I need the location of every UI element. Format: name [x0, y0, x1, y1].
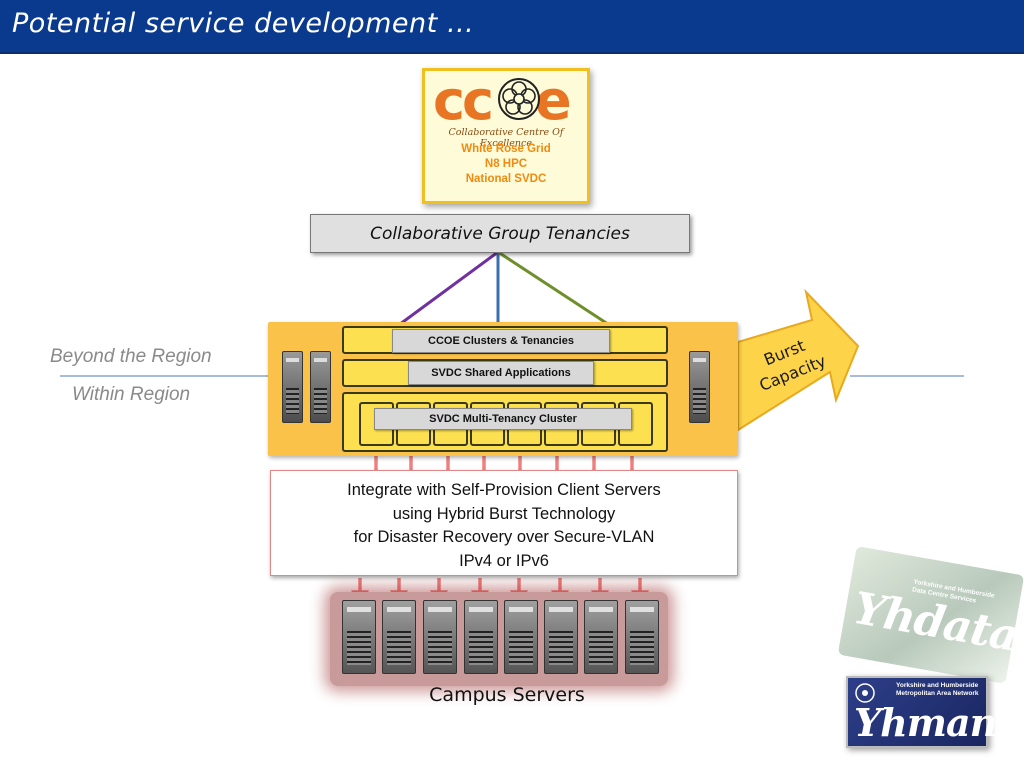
page-title: Potential service development … — [12, 8, 475, 39]
yhman-logo: Yorkshire and Humberside Metropolitan Ar… — [846, 676, 997, 748]
ccoe-line-wrg: White Rose Grid — [461, 143, 551, 155]
tenancy-line-purple — [391, 250, 499, 332]
campus-server-icon — [584, 600, 618, 674]
campus-server-icon — [382, 600, 416, 674]
ccoe-line-svdc: National SVDC — [465, 173, 547, 185]
ccoe-logo-e: e — [535, 69, 572, 132]
campus-servers-panel — [330, 592, 668, 686]
integrate-box: Integrate with Self-Provision Client Ser… — [270, 470, 738, 576]
ccoe-line-n8: N8 HPC — [484, 158, 528, 170]
svdc-shared-apps-label: SVDC Shared Applications — [408, 361, 594, 385]
campus-server-icon — [423, 600, 457, 674]
integrate-line-2: using Hybrid Burst Technology — [392, 504, 616, 523]
campus-server-icon — [342, 600, 376, 674]
integrate-line-3: for Disaster Recovery over Secure-VLAN — [353, 528, 655, 546]
svdc-multi-tenancy-label: SVDC Multi-Tenancy Cluster — [374, 408, 632, 430]
title-bar: Potential service development … — [0, 0, 1024, 54]
campus-server-icon — [464, 600, 498, 674]
group-tenancies-box: Collaborative Group Tenancies — [310, 214, 690, 253]
tenancy-line-green — [497, 250, 618, 332]
server-icon — [282, 351, 303, 423]
datacentre-panel: CCOE Clusters & Tenancies SVDC Shared Ap… — [268, 322, 738, 456]
integrate-line-1: Integrate with Self-Provision Client Ser… — [347, 481, 661, 499]
yhman-logo-subtext: Yorkshire and Humberside Metropolitan Ar… — [896, 682, 979, 697]
beyond-region-label: Beyond the Region — [50, 346, 212, 367]
ccoe-logo-cc: cc — [433, 69, 494, 132]
within-region-label: Within Region — [72, 384, 191, 405]
campus-server-icon — [504, 600, 538, 674]
ccoe-clusters-label: CCOE Clusters & Tenancies — [392, 329, 610, 353]
campus-server-icon — [625, 600, 659, 674]
server-icon — [689, 351, 710, 423]
yhman-logo-text: Yhman — [854, 700, 997, 745]
server-icon — [310, 351, 331, 423]
campus-server-icon — [544, 600, 578, 674]
burst-capacity-arrow — [737, 288, 860, 432]
rose-emblem-icon — [498, 78, 540, 120]
ccoe-tagline: Collaborative Centre Of Excellence — [448, 127, 564, 149]
rose-emblem-icon — [855, 683, 875, 703]
campus-servers-label: Campus Servers — [429, 684, 585, 706]
integrate-line-4: IPv4 or IPv6 — [459, 551, 549, 570]
